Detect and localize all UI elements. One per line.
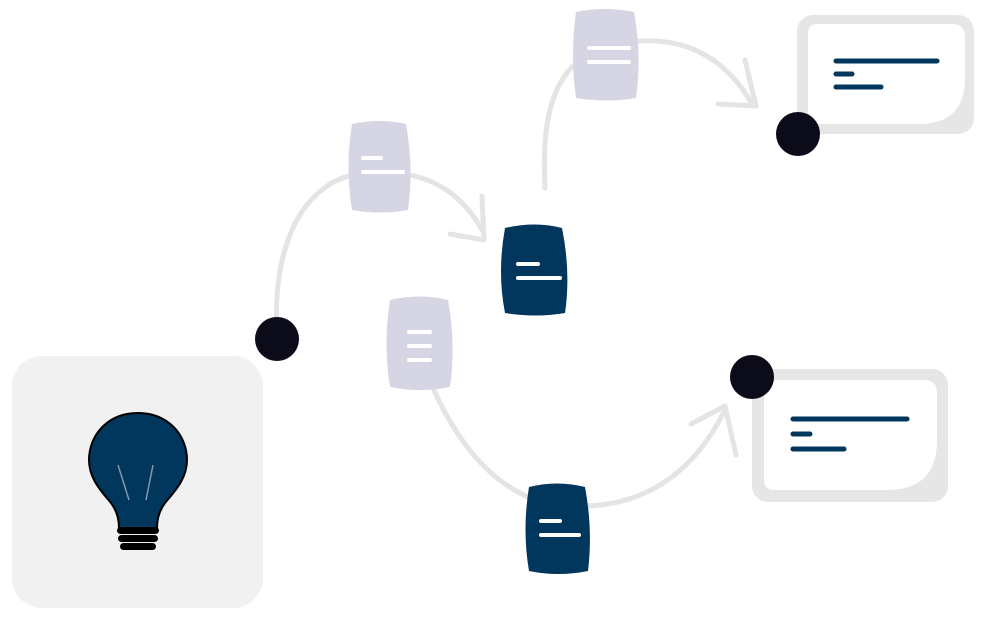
connection-node-output-top	[776, 112, 820, 156]
bulb-filament	[117, 464, 154, 501]
bulb-base	[117, 527, 159, 550]
idea-tile	[12, 356, 263, 608]
arrowhead-output-top	[715, 57, 759, 109]
document-icon-dark-2	[525, 483, 590, 574]
arrowhead-draft	[447, 193, 487, 243]
connection-node-output-bottom	[730, 355, 774, 399]
connection-node-idea	[255, 317, 299, 361]
output-card-bottom	[752, 369, 948, 502]
document-icon-light-3	[386, 296, 453, 390]
document-icon-dark-1	[501, 224, 568, 316]
document-icon-light-1	[348, 121, 411, 213]
arrowhead-output-bottom	[688, 403, 739, 458]
lightbulb-icon	[87, 411, 189, 550]
output-card-top	[797, 15, 974, 134]
document-icon-light-2	[573, 9, 639, 101]
